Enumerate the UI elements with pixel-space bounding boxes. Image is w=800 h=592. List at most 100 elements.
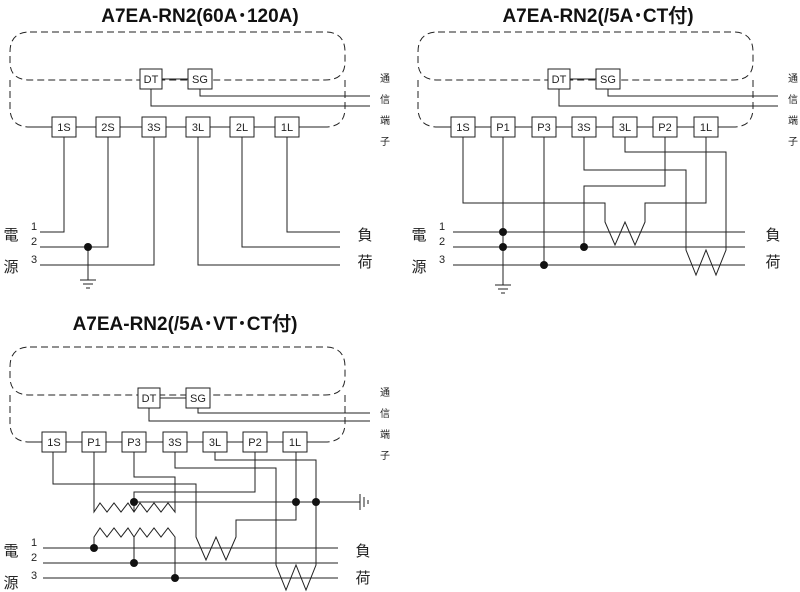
- terminal-3S: 3S: [162, 431, 188, 453]
- load-label: 荷: [357, 253, 372, 271]
- terminal-3L: 3L: [612, 116, 638, 138]
- source-label: 源: [3, 258, 18, 276]
- load-label: 荷: [765, 253, 780, 271]
- terminal-label: 1L: [289, 437, 301, 449]
- ct-1: [52, 452, 297, 562]
- terminal-1S: 1S: [41, 431, 67, 453]
- line-number: 2: [439, 236, 445, 248]
- line-number: 3: [31, 254, 37, 266]
- terminal-2S: 2S: [95, 116, 121, 138]
- dt-label: DT: [142, 393, 157, 405]
- terminal-label: 3L: [192, 122, 204, 134]
- comm-terminal-label: 子: [380, 136, 390, 148]
- ground-icon: [80, 279, 96, 289]
- diagram-title-1: A7EA-RN2(60A･120A): [101, 6, 298, 27]
- terminal-label: 2L: [236, 122, 248, 134]
- meter-enclosure-1: [9, 31, 346, 128]
- terminal-label: 3L: [209, 437, 221, 449]
- terminal-label: P2: [658, 122, 671, 134]
- terminal-3S: 3S: [141, 116, 167, 138]
- terminal-1S: 1S: [51, 116, 77, 138]
- terminal-label: P1: [496, 122, 509, 134]
- load-label: 負: [357, 226, 372, 244]
- load-label: 負: [355, 542, 370, 560]
- terminal-label: 3S: [577, 122, 590, 134]
- comm-terminal-label: 通: [380, 73, 390, 85]
- terminal-label: 1S: [456, 122, 469, 134]
- terminal-P2: P2: [242, 431, 268, 453]
- source-label: 源: [3, 574, 18, 592]
- sg-label: SG: [192, 74, 208, 86]
- terminal-label: 3S: [147, 122, 160, 134]
- terminal-1S: 1S: [450, 116, 476, 138]
- source-label: 源: [411, 258, 426, 276]
- comm-terminal-label: 端: [380, 428, 390, 441]
- terminal-label: 3L: [619, 122, 631, 134]
- load-label: 負: [765, 226, 780, 244]
- dt-terminal: DT: [137, 387, 161, 409]
- terminal-label: 3S: [168, 437, 181, 449]
- terminal-label: 1S: [57, 122, 70, 134]
- terminal-3L: 3L: [202, 431, 228, 453]
- ct-1: [462, 137, 707, 247]
- terminal-label: 1L: [700, 122, 712, 134]
- comm-terminal-label: 子: [788, 136, 798, 148]
- ct-3: [583, 137, 727, 277]
- ground-icon: [359, 494, 369, 510]
- line-number: 2: [31, 236, 37, 248]
- line-number: 1: [31, 221, 37, 233]
- comm-terminal-label: 端: [788, 114, 798, 127]
- junction-dot: [84, 243, 92, 251]
- terminal-label: P3: [537, 122, 550, 134]
- diagram-title-3: A7EA-RN2(/5A･VT･CT付): [73, 312, 298, 335]
- terminal-3L: 3L: [185, 116, 211, 138]
- comm-terminal-label: 端: [380, 114, 390, 127]
- terminal-P1: P1: [81, 431, 107, 453]
- sg-label: SG: [190, 393, 206, 405]
- comm-terminal-label: 子: [380, 450, 390, 462]
- terminal-1L: 1L: [282, 431, 308, 453]
- source-label: 電: [411, 226, 426, 244]
- line-number: 3: [439, 254, 445, 266]
- comm-terminal-label: 通: [788, 73, 798, 85]
- meter-enclosure-3: [9, 346, 346, 443]
- terminal-1L: 1L: [693, 116, 719, 138]
- comm-terminal-label: 通: [380, 387, 390, 399]
- terminal-label: 1L: [281, 122, 293, 134]
- sg-terminal: SG: [187, 68, 213, 90]
- comm-terminal-label: 信: [788, 94, 798, 106]
- dt-label: DT: [144, 74, 159, 86]
- terminal-3S: 3S: [571, 116, 597, 138]
- comm-terminal-label: 信: [380, 94, 390, 106]
- source-label: 電: [3, 542, 18, 560]
- terminal-label: P2: [248, 437, 261, 449]
- sg-label: SG: [600, 74, 616, 86]
- sg-terminal: SG: [185, 387, 211, 409]
- line-number: 3: [31, 570, 37, 582]
- comm-terminal-label: 信: [380, 408, 390, 420]
- dt-terminal: DT: [139, 68, 163, 90]
- load-label: 荷: [355, 569, 370, 587]
- sg-terminal: SG: [595, 68, 621, 90]
- meter-enclosure-2: [417, 31, 754, 128]
- ground-icon: [495, 284, 511, 294]
- line-number: 2: [31, 552, 37, 564]
- terminal-2L: 2L: [229, 116, 255, 138]
- source-label: 電: [3, 226, 18, 244]
- terminal-P3: P3: [121, 431, 147, 453]
- ct-3: [174, 452, 317, 592]
- terminal-label: P1: [87, 437, 100, 449]
- dt-terminal: DT: [547, 68, 571, 90]
- terminal-P3: P3: [531, 116, 557, 138]
- terminal-1L: 1L: [274, 116, 300, 138]
- line-number: 1: [31, 537, 37, 549]
- dt-label: DT: [552, 74, 567, 86]
- terminal-label: 2S: [101, 122, 114, 134]
- terminal-P2: P2: [652, 116, 678, 138]
- vt-primary: [93, 527, 176, 578]
- terminal-label: 1S: [47, 437, 60, 449]
- diagram-title-2: A7EA-RN2(/5A･CT付): [502, 4, 693, 27]
- terminal-P1: P1: [490, 116, 516, 138]
- vt-secondary: [93, 452, 176, 514]
